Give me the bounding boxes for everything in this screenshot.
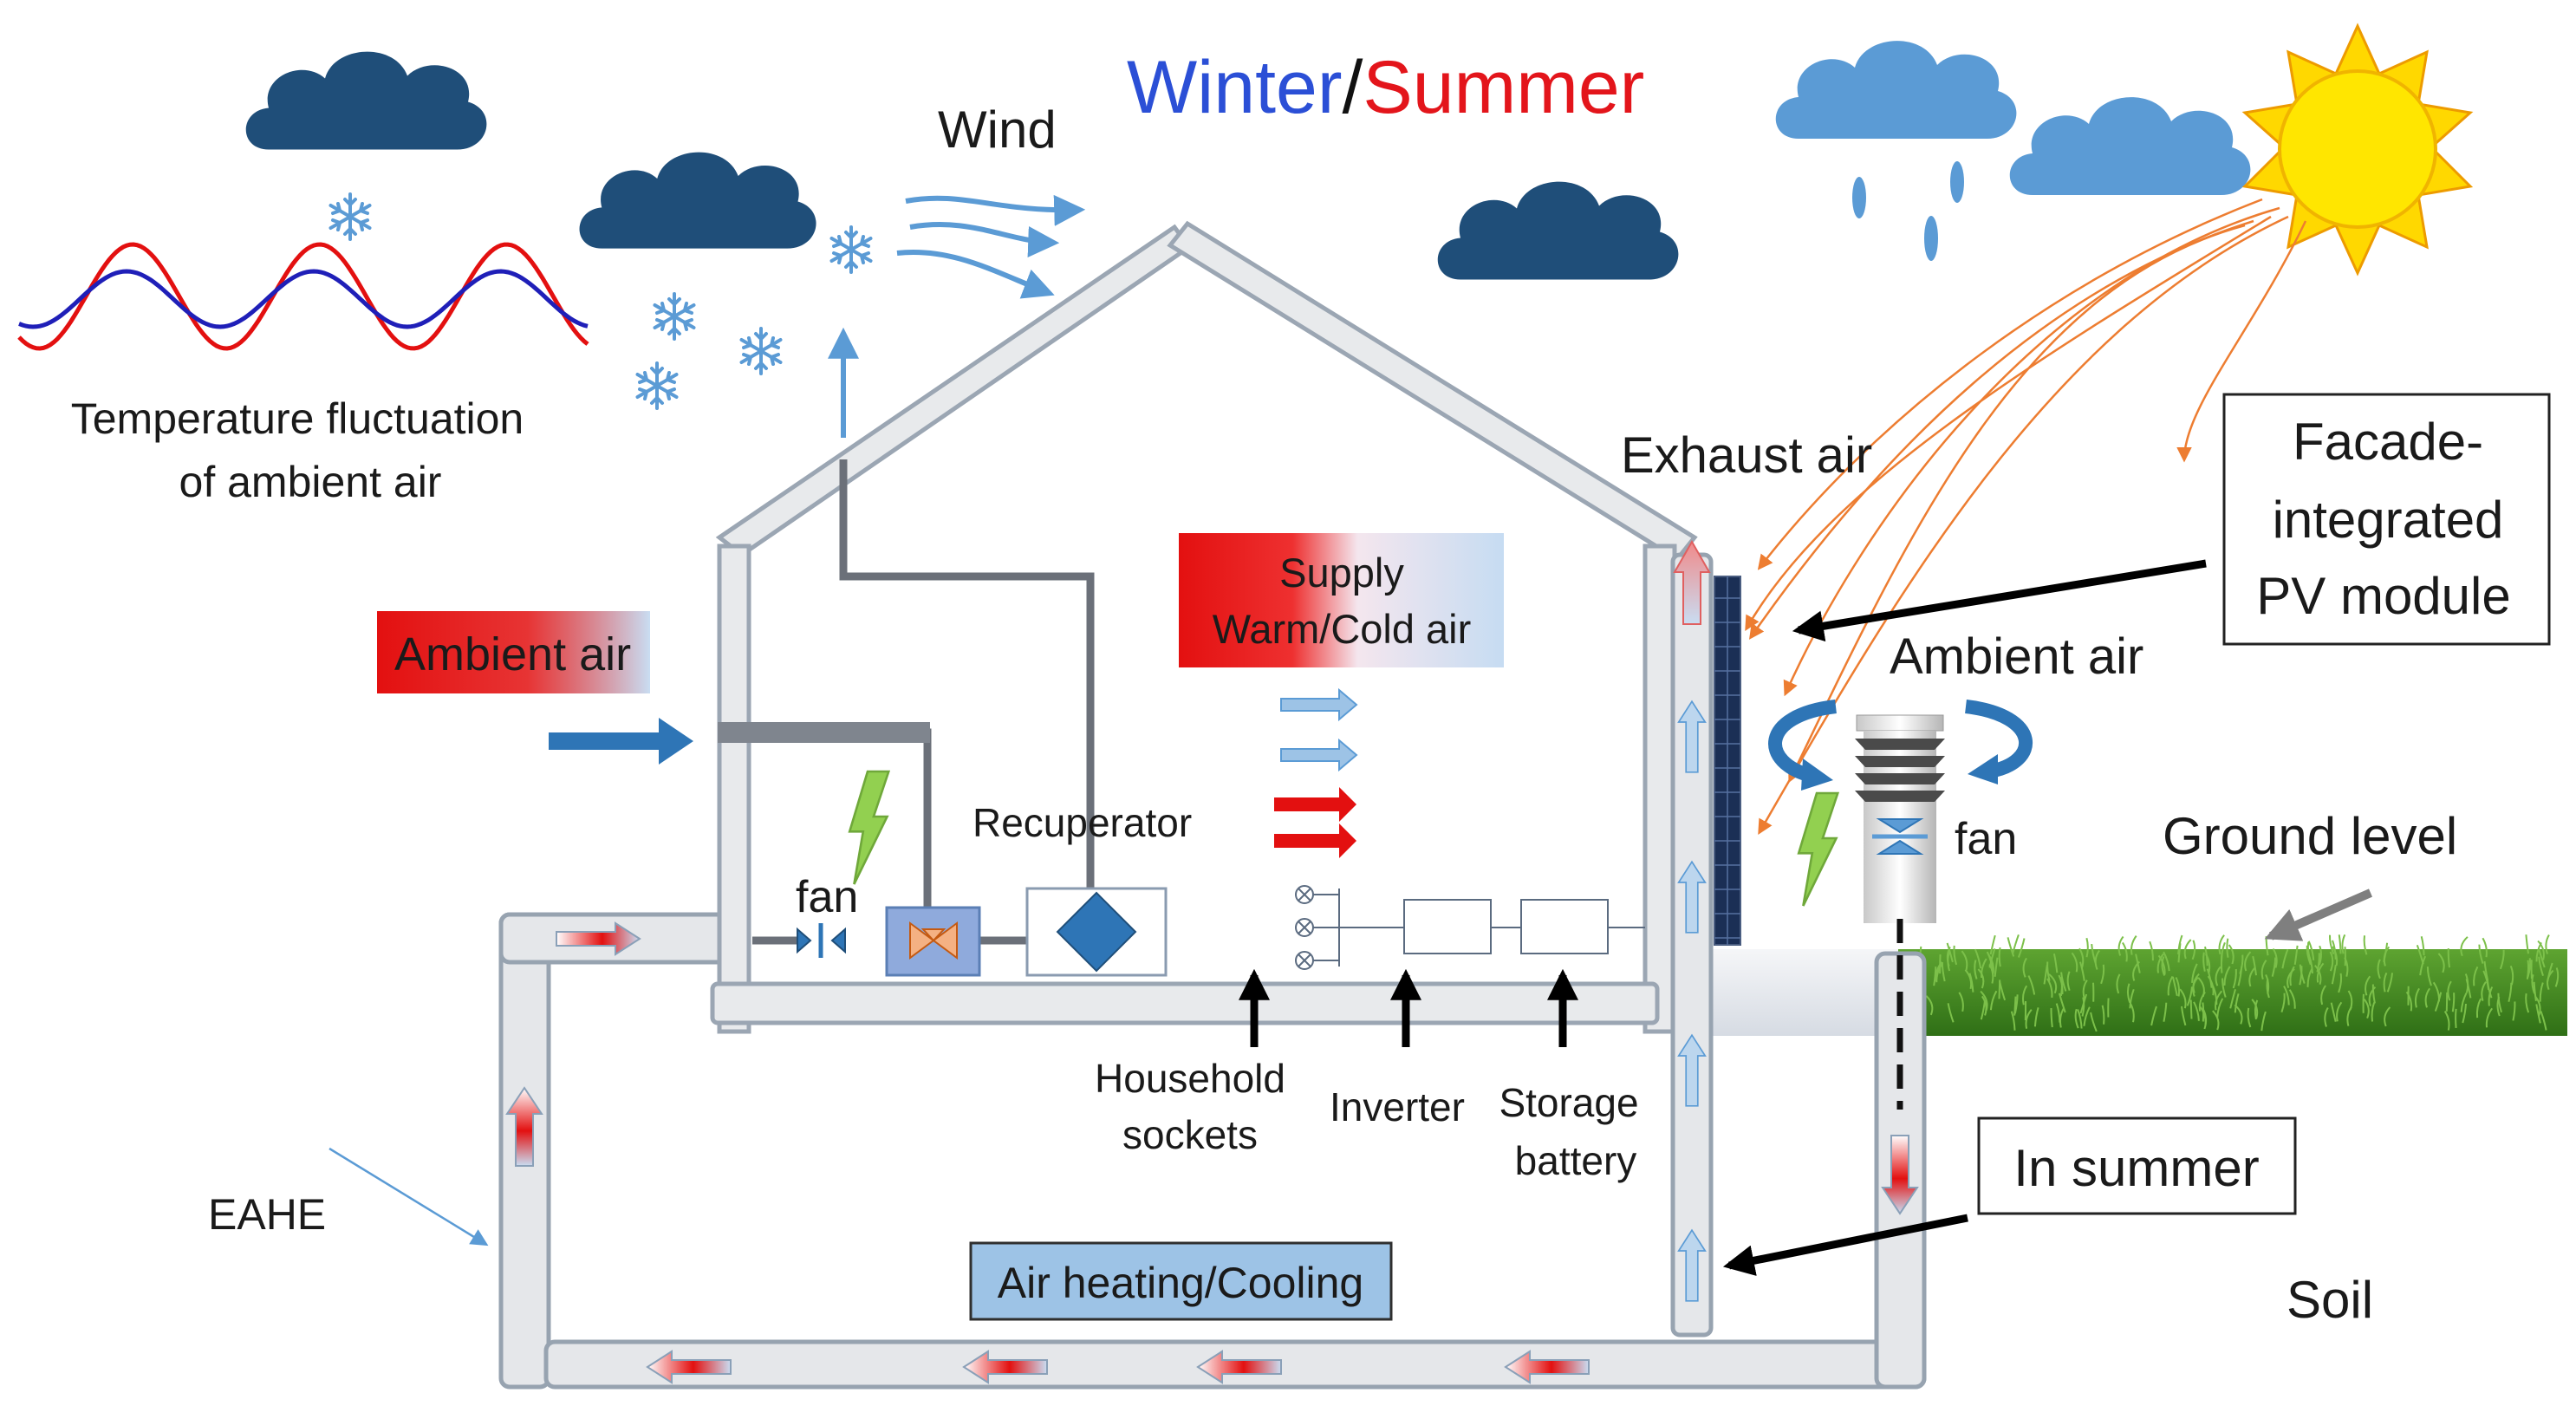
in-summer-box	[1977, 1116, 2297, 1215]
snow-ground	[1712, 949, 1898, 1036]
supply-flow-arrows	[1274, 687, 1358, 858]
wind-label: Wind	[938, 101, 1057, 159]
cloud-icon	[1775, 41, 2017, 140]
snowflake-icon	[635, 361, 679, 410]
temperature-wave-blue	[18, 269, 589, 329]
facade-label-2: integrated	[2273, 491, 2504, 549]
storage-label-2: battery	[1515, 1138, 1637, 1183]
swirl-arrow-head	[1968, 754, 1998, 784]
household-label-1: Household	[1095, 1056, 1285, 1101]
eahe-label: EAHE	[208, 1190, 326, 1239]
snowflake-icon	[739, 327, 783, 375]
in-summer-label: In summer	[2013, 1139, 2259, 1197]
exhaust-arrow	[1673, 539, 1711, 625]
fan-right-label: fan	[1955, 814, 2017, 864]
wind-arrows	[896, 194, 1086, 299]
ambient-air-left-bg	[377, 611, 650, 693]
temperature-wave-red	[17, 242, 589, 351]
title-text: Winter/Summer	[1127, 46, 1644, 129]
air-heating-box	[969, 1241, 1393, 1321]
fan-icon	[797, 923, 846, 958]
ventilation-tower-icon	[1855, 714, 1945, 1110]
ambient-inflow-arrow	[549, 718, 693, 765]
ground-level-label: Ground level	[2163, 807, 2457, 865]
summer-pointer-arrow	[1722, 1214, 1968, 1277]
raindrop-icon	[1852, 161, 1964, 261]
flow-arrow-up	[505, 1086, 543, 1167]
flow-arrow-down	[1881, 1135, 1919, 1215]
eahe-pointer	[329, 1147, 489, 1247]
fan-left-label: fan	[796, 872, 858, 922]
snowflake-icon	[329, 192, 372, 241]
facade-label-1: Facade-	[2293, 413, 2483, 471]
supply-air-bg	[1179, 533, 1504, 667]
cloud-icon	[579, 152, 816, 249]
ground-level-arrow	[2264, 889, 2372, 941]
exhaust-duct	[1670, 552, 1714, 1338]
temp-fluct-label-2: of ambient air	[179, 458, 442, 506]
battery-box	[1520, 899, 1609, 954]
household-label-2: sockets	[1122, 1112, 1258, 1157]
facade-label-3: PV module	[2256, 567, 2511, 625]
storage-label-1: Storage	[1499, 1080, 1638, 1125]
supply-label-2: Warm/Cold air	[1213, 606, 1472, 652]
ambient-air-right-label: Ambient air	[1890, 628, 2143, 685]
air-heating-label: Air heating/Cooling	[998, 1259, 1364, 1307]
recuperator-icon	[1025, 887, 1168, 977]
cloud-icon	[2009, 97, 2251, 196]
inner-ducts	[728, 459, 1095, 945]
lightning-icon	[848, 770, 890, 886]
swirl-arrows	[1768, 700, 2033, 783]
soil-label: Soil	[2287, 1271, 2373, 1329]
valve-icon	[885, 906, 981, 977]
temp-fluct-label-1: Temperature fluctuation	[71, 394, 524, 443]
lightning-icon	[1797, 791, 1839, 908]
house	[710, 220, 1698, 1034]
inverter-box	[1403, 899, 1492, 954]
inverter-label: Inverter	[1330, 1084, 1465, 1129]
title-winter: Winter	[1127, 46, 1342, 129]
cloud-icon	[245, 51, 487, 150]
ambient-air-left-label: Ambient air	[394, 628, 631, 680]
pv-panel-icon	[1714, 576, 1741, 946]
supply-label-1: Supply	[1279, 550, 1404, 596]
pv-pointer-arrow	[1792, 559, 2207, 642]
intake-duct	[718, 722, 930, 743]
grass-texture	[1896, 934, 2560, 1032]
electrical-system	[1295, 885, 1645, 970]
swirl-arrow-head	[1801, 758, 1833, 791]
title-slash: /	[1342, 46, 1363, 129]
snowflake-icon	[653, 292, 696, 341]
sun-icon	[2241, 23, 2474, 277]
cloud-icon	[1437, 181, 1679, 280]
facade-pv-box	[2222, 393, 2551, 646]
exhaust-air-label: Exhaust air	[1621, 427, 1872, 484]
snowflake-icon	[829, 225, 873, 274]
label-pointer-arrows	[1239, 968, 1578, 1047]
fan-icon	[1872, 818, 1928, 855]
recuperator-label: Recuperator	[973, 800, 1192, 845]
title-summer: Summer	[1363, 46, 1644, 129]
